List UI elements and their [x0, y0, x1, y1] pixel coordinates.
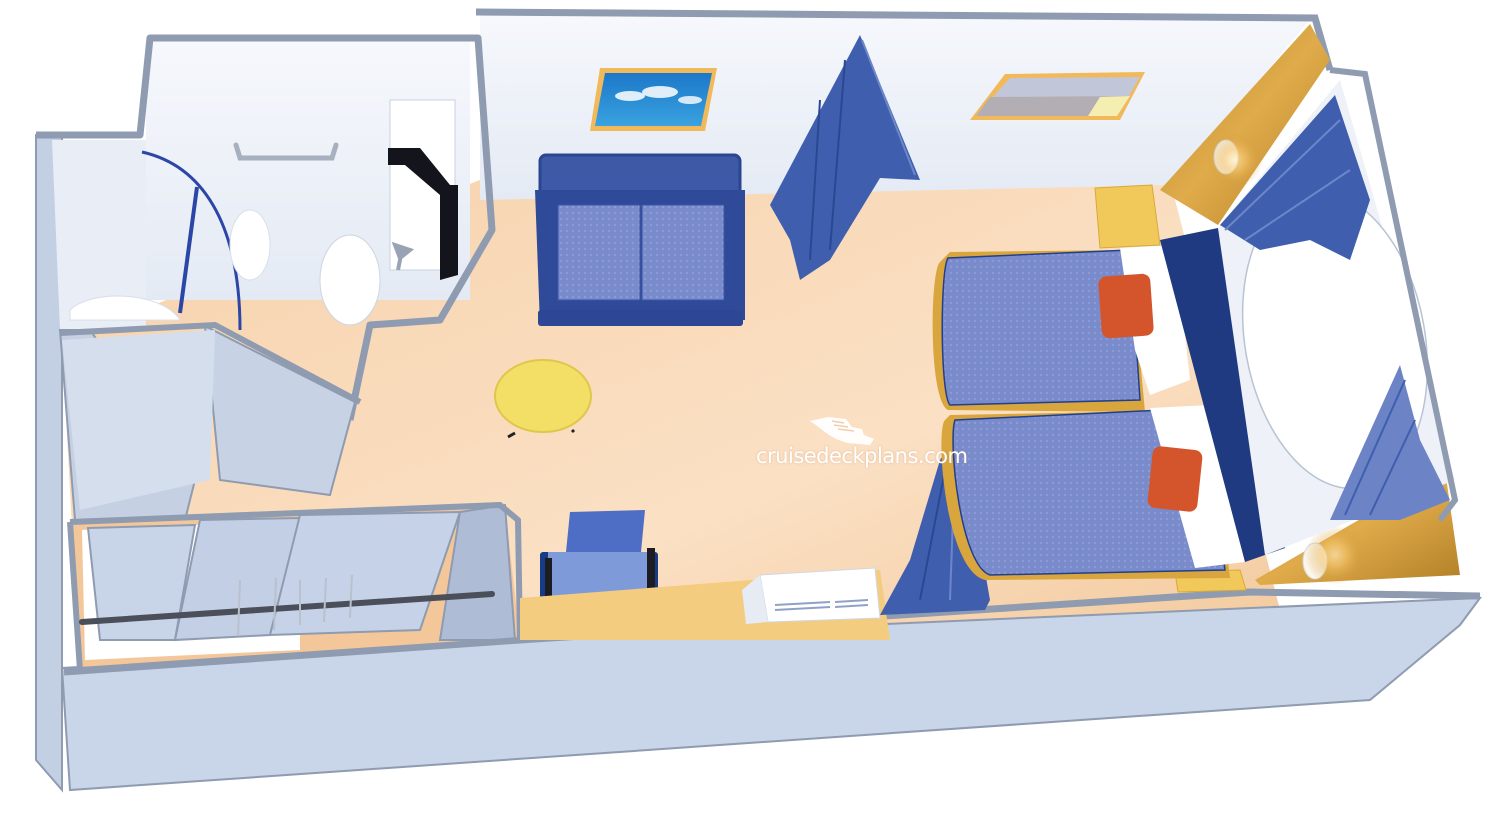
sink: [319, 234, 381, 326]
bathroom-bottom-edge: [59, 321, 362, 405]
bed-2-accent-pillow: [1147, 446, 1203, 512]
mini-fridge: [742, 567, 881, 624]
headboard-wood-panel-top: [1160, 24, 1330, 225]
nightstand-top: [1094, 184, 1161, 249]
hanging-rod: [79, 591, 495, 625]
bathroom-front-wall: [62, 330, 215, 510]
bathroom: [36, 34, 496, 521]
round-table: [494, 359, 592, 439]
headboard: [1160, 228, 1285, 562]
divider-curtain-top: [770, 35, 920, 280]
window-curtain-top: [1220, 95, 1370, 260]
shower-door: [141, 150, 242, 331]
sleeping-area: [932, 24, 1460, 593]
bed-1-accent-pillow: [1098, 273, 1154, 339]
bed-1: [932, 245, 1190, 412]
window-area: [1218, 67, 1459, 555]
wall-picture-window: [970, 72, 1145, 120]
grab-bar-icon: [233, 142, 339, 161]
hangers: [237, 574, 353, 637]
toilet-base: [69, 295, 181, 321]
ship-icon: [810, 417, 874, 445]
bed-2: [941, 405, 1245, 580]
closet-outline: [67, 502, 523, 673]
watermark-text: cruisedeckplans.com: [756, 444, 968, 468]
window-frame-edge: [1329, 67, 1459, 522]
bathroom-wall-outline: [36, 34, 496, 421]
sofa: [535, 153, 745, 326]
toilet: [229, 209, 271, 281]
wall-picture-sky: [590, 68, 717, 131]
bathroom-door: [203, 324, 357, 497]
closet: [67, 502, 523, 673]
faucet-icon: [391, 241, 415, 271]
shower-handle: [178, 186, 199, 314]
bathroom-left-alcove: [52, 140, 146, 330]
vanity-dark-panel: [388, 148, 458, 280]
